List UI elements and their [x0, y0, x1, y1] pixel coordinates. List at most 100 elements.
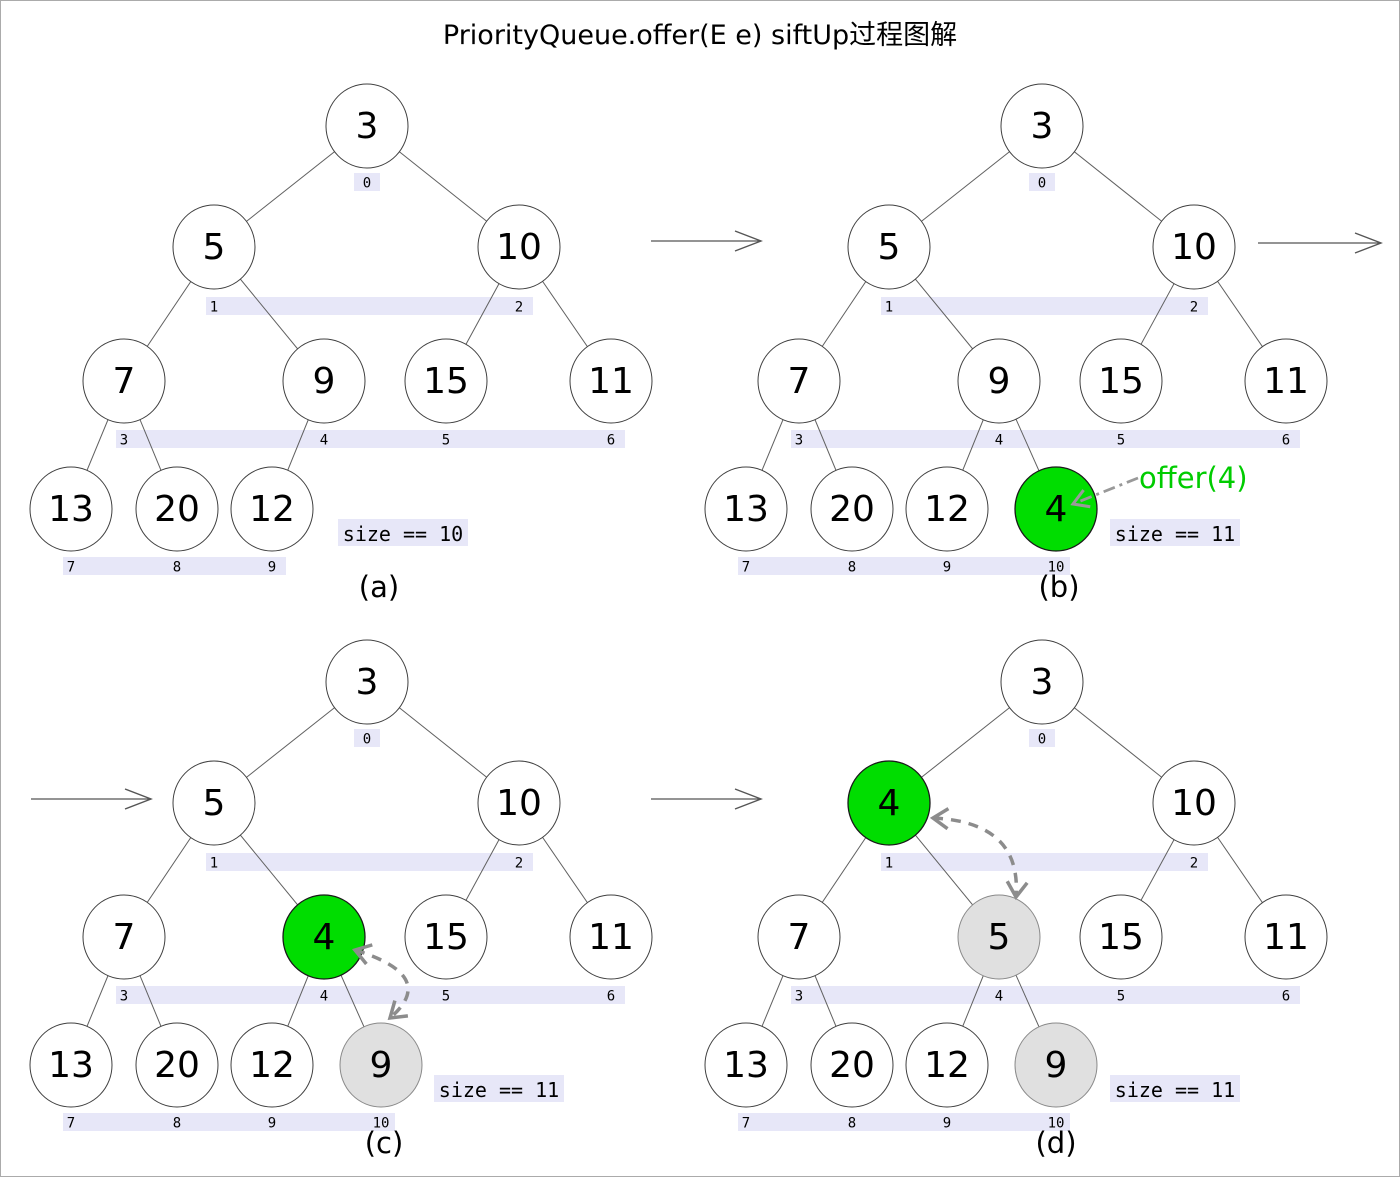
node-shape — [757, 894, 841, 980]
index-label: 8 — [848, 560, 856, 576]
node-value: 10 — [1171, 783, 1217, 824]
node-shape — [905, 466, 989, 552]
index-label: 4 — [995, 433, 1003, 449]
index-label: 5 — [442, 433, 450, 449]
node-shape — [847, 204, 931, 290]
node-shape — [810, 466, 894, 552]
node-value: 15 — [423, 361, 469, 402]
index-label: 6 — [1282, 989, 1290, 1005]
tree-node: 15 — [1079, 894, 1163, 980]
tree-node: 7 — [757, 894, 841, 980]
tree-node: 4 — [1014, 466, 1098, 552]
tree-node: 13 — [29, 466, 113, 552]
tree-node: 20 — [810, 466, 894, 552]
node-shape — [1079, 338, 1163, 424]
node-shape — [135, 466, 219, 552]
index-band — [206, 297, 533, 315]
index-label: 2 — [515, 856, 523, 872]
index-band — [1029, 729, 1055, 747]
node-shape — [957, 338, 1041, 424]
node-value: 9 — [313, 361, 336, 402]
node-shape — [1014, 466, 1098, 552]
tree-node: 10 — [1152, 204, 1236, 290]
node-value: 3 — [356, 106, 379, 147]
tree-node: 9 — [1014, 1022, 1098, 1108]
node-value: 10 — [1171, 227, 1217, 268]
index-band — [116, 430, 625, 448]
panel-caption: (b) — [1038, 570, 1079, 604]
tree-node: 11 — [1244, 338, 1328, 424]
node-shape — [29, 466, 113, 552]
node-value: 12 — [249, 1045, 295, 1086]
node-shape — [1014, 1022, 1098, 1108]
node-value: 15 — [1098, 361, 1144, 402]
node-value: 13 — [48, 489, 94, 530]
node-shape — [1244, 338, 1328, 424]
index-label: 2 — [515, 300, 523, 316]
index-band — [738, 1113, 1070, 1131]
tree-node: 12 — [905, 1022, 989, 1108]
tree-node: 5 — [957, 894, 1041, 980]
tree-node: 10 — [1152, 760, 1236, 846]
panel-caption: (a) — [359, 570, 399, 604]
index-label: 2 — [1190, 300, 1198, 316]
index-label: 8 — [848, 1116, 856, 1132]
index-band — [791, 986, 1300, 1004]
index-label: 5 — [1117, 989, 1125, 1005]
tree-node: 4 — [282, 894, 366, 980]
panel-caption: (c) — [365, 1126, 404, 1160]
node-shape — [82, 894, 166, 980]
node-shape — [1000, 639, 1084, 725]
index-band — [63, 1113, 395, 1131]
tree-node: 9 — [339, 1022, 423, 1108]
index-band — [354, 173, 380, 191]
size-label: size == 11 — [1115, 522, 1235, 546]
node-value: 11 — [1263, 361, 1309, 402]
tree-node: 15 — [404, 894, 488, 980]
tree-node: 5 — [172, 760, 256, 846]
node-shape — [704, 466, 788, 552]
node-shape — [1079, 894, 1163, 980]
node-value: 12 — [924, 489, 970, 530]
tree-node: 11 — [569, 338, 653, 424]
node-shape — [325, 639, 409, 725]
tree-node: 3 — [1000, 639, 1084, 725]
node-value: 10 — [496, 227, 542, 268]
node-value: 20 — [154, 489, 200, 530]
node-shape — [477, 204, 561, 290]
index-label: 9 — [268, 560, 276, 576]
tree-node: 15 — [1079, 338, 1163, 424]
node-value: 9 — [988, 361, 1011, 402]
index-label: 1 — [210, 856, 218, 872]
node-shape — [477, 760, 561, 846]
tree-node: 10 — [477, 204, 561, 290]
tree-node: 11 — [1244, 894, 1328, 980]
node-shape — [82, 338, 166, 424]
index-label: 4 — [320, 989, 328, 1005]
index-label: 3 — [795, 433, 803, 449]
page-title: PriorityQueue.offer(E e) siftUp过程图解 — [442, 20, 958, 51]
index-label: 10 — [1048, 560, 1065, 576]
index-label: 10 — [373, 1116, 390, 1132]
offer-arrow — [1070, 476, 1139, 509]
index-label: 9 — [943, 1116, 951, 1132]
node-shape — [847, 760, 931, 846]
index-label: 9 — [943, 560, 951, 576]
index-label: 3 — [795, 989, 803, 1005]
tree-node: 3 — [325, 639, 409, 725]
node-value: 7 — [113, 917, 136, 958]
node-value: 7 — [788, 361, 811, 402]
tree-node: 13 — [29, 1022, 113, 1108]
node-value: 5 — [203, 783, 226, 824]
tree-node: 12 — [230, 1022, 314, 1108]
node-value: 7 — [113, 361, 136, 402]
tree-node: 5 — [172, 204, 256, 290]
index-band — [791, 430, 1300, 448]
panel-caption: (d) — [1035, 1126, 1076, 1160]
node-shape — [230, 1022, 314, 1108]
tree-node: 7 — [82, 338, 166, 424]
